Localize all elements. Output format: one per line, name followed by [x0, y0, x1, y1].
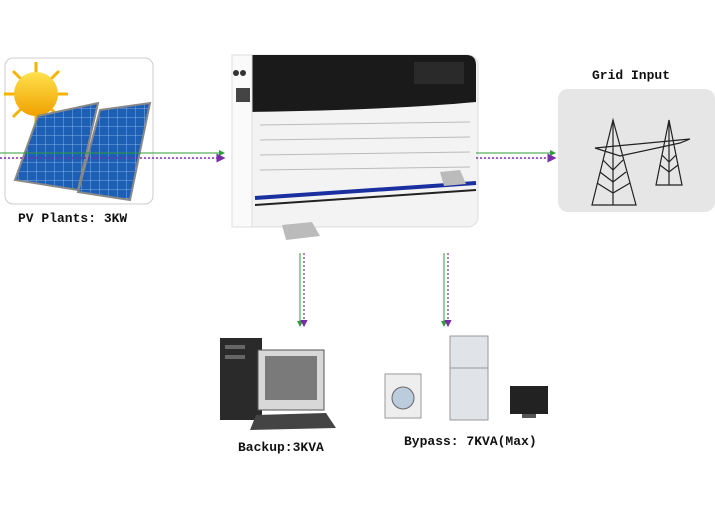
tv-icon: [510, 386, 548, 418]
solar-panel-icon: [13, 101, 152, 202]
washing-machine-icon: [384, 373, 422, 419]
grid-tower-image: [558, 89, 715, 212]
sun-icon: [4, 62, 68, 126]
pv-plant-label: PV Plants: 3KW: [18, 211, 128, 226]
grid-input-label: Grid Input: [592, 68, 671, 83]
bypass-label: Bypass: 7KVA(Max): [404, 434, 537, 449]
computer-icon: [220, 338, 336, 430]
pv-plant-image: [4, 57, 154, 205]
refrigerator-icon: [449, 335, 489, 421]
inverter-image: [231, 54, 479, 240]
backup-label: Backup:3KVA: [238, 440, 324, 455]
